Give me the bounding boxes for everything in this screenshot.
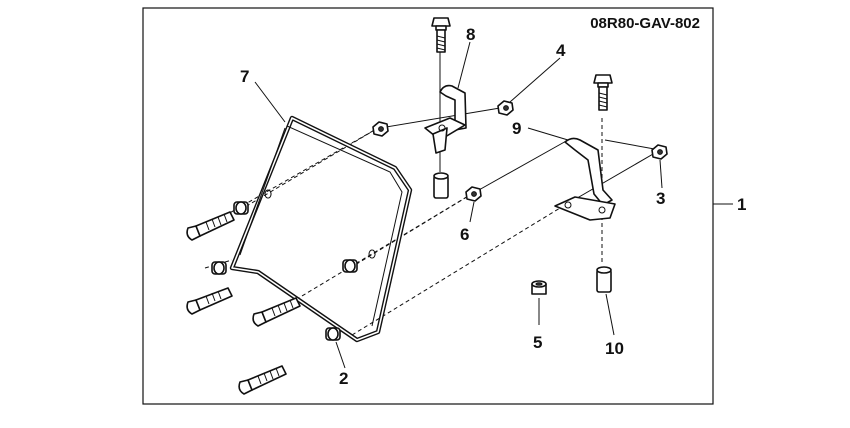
label-part-1: 1: [737, 195, 746, 214]
windscreen-hole: [368, 249, 376, 259]
screw: [186, 211, 235, 241]
grommet: [325, 327, 341, 341]
label-part-4: 4: [556, 41, 566, 60]
label-part-5: 5: [533, 333, 542, 352]
label-part-9: 9: [512, 119, 521, 138]
collar-upper: [433, 172, 449, 199]
windscreen-hole: [264, 189, 272, 199]
collar: [596, 266, 612, 293]
screw: [186, 287, 233, 315]
label-part-3: 3: [656, 189, 665, 208]
screw: [238, 365, 287, 395]
nut: [651, 144, 668, 160]
nut: [465, 186, 482, 202]
label-part-2: 2: [339, 369, 348, 388]
assembly-lines: [199, 52, 661, 336]
grommet: [342, 259, 358, 273]
bracket-bolt-lower: [593, 74, 613, 111]
grommet: [233, 201, 249, 215]
label-part-7: 7: [240, 67, 249, 86]
windscreen: [229, 115, 413, 343]
screw: [252, 297, 301, 327]
label-part-8: 8: [466, 25, 475, 44]
lower-bracket: [554, 137, 616, 221]
bracket-bolt-upper: [431, 17, 451, 53]
diagram-frame: [142, 7, 714, 405]
diagram-code: 08R80-GAV-802: [590, 15, 700, 32]
label-leaders: [254, 41, 733, 369]
nut: [497, 100, 514, 116]
grommet: [211, 261, 227, 275]
spacer: [531, 280, 547, 295]
upper-bracket: [424, 84, 467, 154]
nut: [372, 121, 389, 137]
label-part-6: 6: [460, 225, 469, 244]
label-part-10: 10: [605, 339, 624, 358]
